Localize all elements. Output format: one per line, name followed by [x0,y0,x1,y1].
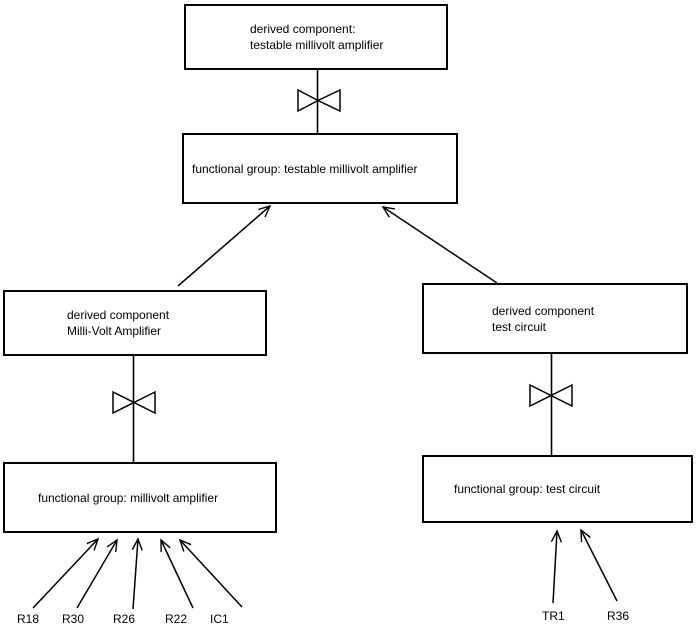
edge-r26-to-left-functional [133,539,138,610]
edge-r30-to-left-functional [76,540,117,609]
node-text-line: derived component [492,303,595,318]
leaf-label-r18: R18 [17,612,40,626]
leaf-label-ic1: IC1 [210,612,229,626]
node-functional-group-millivolt-amplifier: functional group: millivolt amplifier [3,462,277,533]
bowtie-symbol-top [297,88,341,113]
node-text-line: Milli-Volt Amplifier [67,324,162,338]
node-derived-component-test-circuit: derived component test circuit [422,283,688,354]
edge-ic1-to-left-functional [180,540,243,608]
edge-r22-to-left-functional [161,540,194,609]
node-functional-group-testable-millivolt-amplifier: functional group: testable millivolt amp… [182,133,458,204]
node-text-line: testable millivolt amplifier [250,38,384,52]
node-text-line: functional group: test circuit [454,482,601,496]
node-text-line: functional group: millivolt amplifier [38,490,219,505]
node-text-line: derived component [67,308,170,322]
leaf-label-r22: R22 [165,612,188,626]
node-derived-component-milli-volt-amplifier: derived component Milli-Volt Amplifier [3,290,267,356]
node-derived-component-testable-millivolt-amplifier: derived component: testable millivolt am… [184,4,448,70]
bowtie-symbol-right [529,383,573,408]
edge-left-derived-to-central-functional [177,206,270,287]
edge-r18-to-left-functional [32,539,98,609]
leaf-label-r30: R30 [62,612,85,626]
node-text-line: test circuit [492,319,547,334]
leaf-label-r26: R26 [113,612,136,626]
leaf-label-r36: R36 [607,609,630,623]
bowtie-symbol-left [112,390,156,415]
edge-right-derived-to-central-functional [383,207,498,284]
edge-r36-to-right-functional [581,530,618,602]
edge-tr1-to-right-functional [553,531,557,604]
leaf-label-tr1: TR1 [542,609,565,623]
node-functional-group-test-circuit: functional group: test circuit [422,455,693,523]
node-text-line: functional group: testable millivolt amp… [192,161,418,176]
node-text-line: derived component: [250,22,356,36]
